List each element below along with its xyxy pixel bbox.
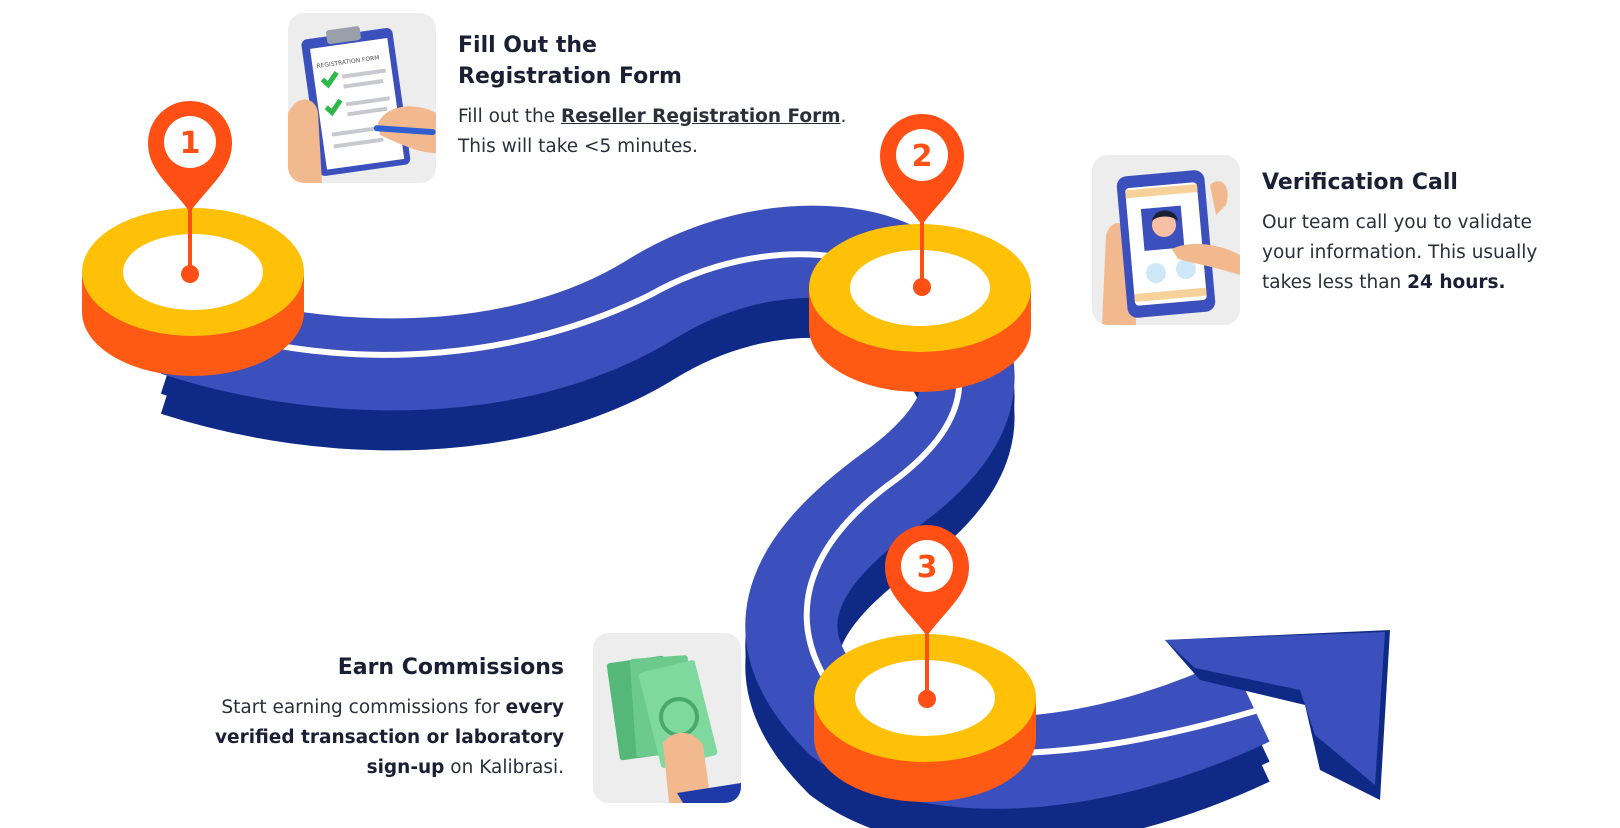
map-pin-2-icon: 2 <box>880 114 964 296</box>
step-1-description: Fill out the Reseller Registration Form.… <box>458 102 878 162</box>
step-2-desc-line3-bold: 24 hours. <box>1407 272 1506 293</box>
step-1-desc-prefix: Fill out the <box>458 106 562 127</box>
step-2-desc-line3-prefix: takes less than <box>1262 272 1408 293</box>
step-3-desc-line3-suffix: on Kalibrasi. <box>444 757 564 778</box>
step-1-title-line2: Registration Form <box>458 64 682 89</box>
step-1-text: Fill Out the Registration Form Fill out … <box>458 30 878 162</box>
map-pin-3-icon: 3 <box>885 525 969 708</box>
step-2-desc-line1: Our team call you to validate <box>1262 212 1532 233</box>
pin-number-2: 2 <box>912 139 933 174</box>
reseller-registration-form-link[interactable]: Reseller Registration Form <box>561 106 841 127</box>
step-2-desc-line2: your information. This usually <box>1262 242 1538 263</box>
step-3-desc-line3-bold: sign-up <box>366 757 445 778</box>
step-1-title: Fill Out the Registration Form <box>458 30 878 92</box>
cash-illustration <box>593 633 741 803</box>
step-3-text: Earn Commissions Start earning commissio… <box>180 652 564 783</box>
milestone-ring-1 <box>82 208 304 376</box>
step-3-title: Earn Commissions <box>337 655 564 680</box>
registration-form-illustration: REGISTRATION FORM <box>288 13 436 183</box>
map-pin-1-icon: 1 <box>147 100 232 283</box>
step-1-desc-suffix: . <box>840 106 847 127</box>
step-3-description: Start earning commissions for every veri… <box>180 693 564 783</box>
phone-call-illustration <box>1092 155 1240 325</box>
pin-number-3: 3 <box>917 550 938 585</box>
step-2-title: Verification Call <box>1262 170 1458 195</box>
step-3-desc-line2-bold: verified transaction or laboratory <box>215 727 564 748</box>
pin-number-1: 1 <box>180 126 201 161</box>
step-3-desc-line1-prefix: Start earning commissions for <box>221 697 506 718</box>
step-1-desc-line2: This will take <5 minutes. <box>458 136 698 157</box>
step-2-text: Verification Call Our team call you to v… <box>1262 167 1602 298</box>
step-3-desc-line1-bold: every <box>505 697 564 718</box>
step-1-title-line1: Fill Out the <box>458 33 597 58</box>
step-2-description: Our team call you to validate your infor… <box>1262 208 1602 298</box>
